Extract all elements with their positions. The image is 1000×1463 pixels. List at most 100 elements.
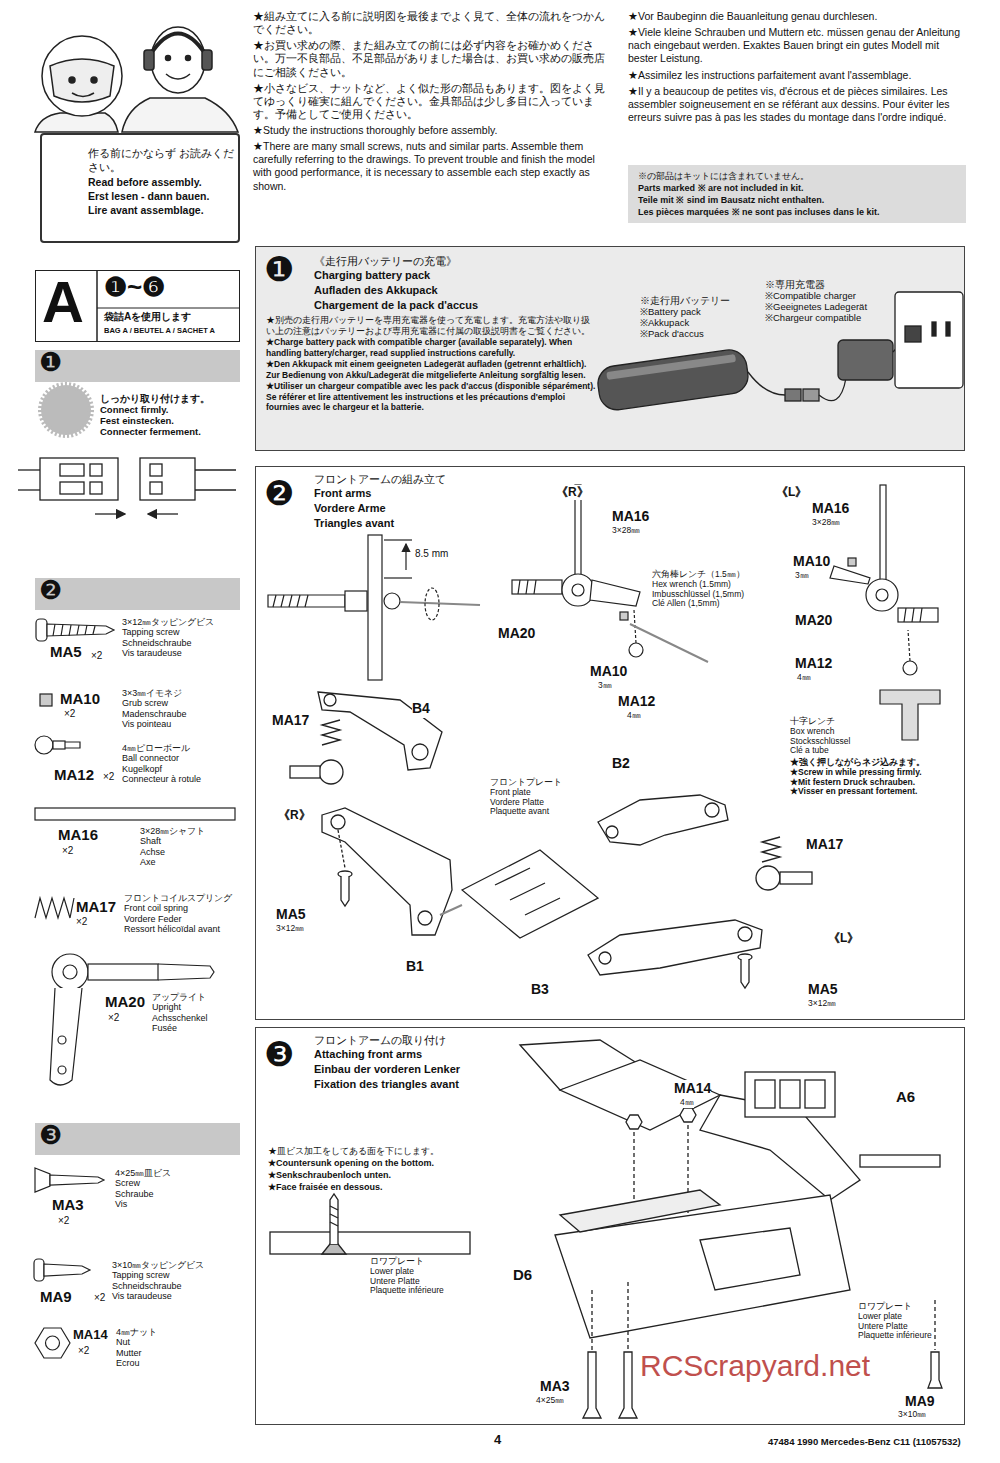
node-text: ★Den Akkupack mit einem geeigneten Ladeg… (266, 359, 596, 380)
label-group: ×2 (78, 1345, 89, 1358)
part-code: MA9 (40, 1288, 72, 1307)
label-group: MA20 (105, 993, 145, 1012)
label-group: しっかり取り付けます。Connect firmly.Fest einstecke… (100, 394, 240, 438)
node-text: 《走行用バッテリーの充電》 (314, 255, 614, 268)
part-code: MA17 (806, 836, 843, 854)
part-description: Ecrou (116, 1358, 140, 1368)
label-group: MA12 (795, 655, 832, 673)
tool-label: Hex wrench (1.5mm) (652, 580, 731, 590)
label-group: ※走行用バッテリー※Battery pack※Akkupack※Pack d'a… (640, 296, 730, 340)
label-group: ★強く押しながらネジ込みます。★Screw in while pressing … (790, 758, 925, 797)
part-description: Tapping screw (122, 627, 180, 637)
part-description: Ball connector (122, 753, 179, 763)
callout-label: ロワプレート (858, 1302, 912, 1312)
label-group: 十字レンチBox wrenchStocksschlüsselClé a tube (790, 717, 850, 756)
part-code: MA10 (590, 663, 627, 681)
node-text: 袋詰Aを使用します (104, 311, 236, 324)
label-group: MA16 (58, 826, 98, 845)
label-group: 47484 1990 Mercedes-Benz C11 (11057532) (768, 1436, 961, 1448)
part-size: 4×25㎜ (536, 1395, 564, 1406)
part-description: Axe (140, 857, 156, 867)
part-description: Fusée (152, 1023, 177, 1033)
callout-label: ※Geeignetes Ladegerät (765, 302, 867, 313)
node-text: フロントアームの取り付け (314, 1034, 554, 1047)
note-text: ★Il y a beaucoup de petites vis, d'écrou… (628, 85, 968, 124)
part-description: Upright (152, 1002, 181, 1012)
step-number: ❷ (264, 475, 314, 512)
label-group: 3×10㎜ (898, 1409, 926, 1420)
part-description: Schneidschraube (112, 1281, 182, 1291)
label-group: 3×28㎜ (812, 517, 840, 528)
label-group: MA5 (50, 643, 82, 662)
label-group: 3×10㎜タッピングビスTapping screwSchneidschraube… (112, 1260, 237, 1301)
label-group: 4 (494, 1432, 501, 1448)
label-group: ×2 (103, 771, 114, 784)
label-group: MA9 (40, 1288, 72, 1307)
node-text: Front arms (314, 487, 534, 501)
part-description: 4×25㎜皿ビス (115, 1168, 171, 1178)
label-group: MA14 (674, 1080, 711, 1098)
note-text: Connect firmly. (100, 405, 168, 416)
label-group: B4 (412, 700, 430, 718)
node-text: ★Utiliser un chargeur compatible avec le… (266, 381, 596, 413)
label-group: 4㎜ (797, 672, 811, 683)
callout-label: Lower plate (858, 1312, 902, 1322)
label-group: MA10 (60, 690, 100, 709)
part-description: Madenschraube (122, 709, 187, 719)
label-group: ×2 (64, 708, 75, 721)
node-text: Vordere Arme (314, 502, 534, 516)
step-number: ❸ (264, 1036, 314, 1073)
label-group: 3㎜ (795, 570, 809, 581)
node-text: ★Charge battery pack with compatible cha… (266, 337, 596, 358)
callout-label: ※Chargeur compatible (765, 313, 861, 324)
part-description: Achsschenkel (152, 1013, 208, 1023)
label-group: MA9 (905, 1393, 935, 1411)
part-code: MA9 (905, 1393, 935, 1411)
callout-label: Plaquette avant (490, 807, 549, 817)
part-quantity: ×2 (62, 845, 73, 858)
side-marker: 《L》 (828, 931, 859, 946)
part-code: B2 (612, 755, 630, 773)
callout-label: Plaquette inférieure (370, 1286, 444, 1296)
node-text: Chargement de la pack d'accus (314, 299, 614, 313)
note-text: Connecter fermement. (100, 427, 201, 438)
step-number: ❶ (264, 251, 314, 288)
label-group: フロントプレートFront plateVordere PlattePlaquet… (490, 778, 562, 817)
label-group: 六角棒レンチ（1.5㎜）Hex wrench (1.5mm)Imbusschlü… (652, 570, 745, 609)
part-description: アップライト (152, 992, 206, 1002)
part-size: 3㎜ (795, 570, 809, 581)
label-group: 4×25㎜皿ビスScrewSchraubeVis (115, 1168, 235, 1209)
label-group: MA12 (54, 766, 94, 785)
note-text: しっかり取り付けます。 (100, 394, 210, 405)
step-band: ❸ (35, 1123, 240, 1155)
part-code: MA5 (276, 906, 306, 924)
side-marker: 《L》 (776, 485, 807, 500)
label-group: 4×25㎜ (536, 1395, 564, 1406)
label-group: 4㎜ (680, 1097, 694, 1108)
part-code: D6 (513, 1266, 532, 1285)
part-description: Grub screw (122, 698, 168, 708)
part-quantity: ×2 (108, 1012, 119, 1025)
node-text: Teile mit ※ sind im Bausatz nicht enthal… (638, 195, 956, 206)
part-description: 4㎜ナット (116, 1327, 157, 1337)
label-group: ×2 (94, 1292, 105, 1305)
node-text: フロントアームの組み立て (314, 473, 534, 486)
label-group: MA17 (272, 712, 309, 730)
label-group: ★組み立てに入る前に説明図を最後までよく見て、全体の流れをつかんでください。★お… (253, 10, 615, 196)
label-group: B2 (612, 755, 630, 773)
part-description: 3×3㎜イモネジ (122, 688, 182, 698)
notice-sign: 作る前にかならず お読みください。Read before assembly.Er… (40, 133, 240, 243)
step-band: ❷ (35, 578, 240, 610)
note-text: ★Viele kleine Schrauben und Muttern etc.… (628, 26, 968, 65)
callout-label: ※走行用バッテリー (640, 296, 730, 307)
part-code: MA16 (612, 508, 649, 526)
label-group: MA20 (498, 625, 535, 643)
callout-label: ※Compatible charger (765, 291, 856, 302)
note-text: ★Visser en pressant fortement. (790, 787, 917, 797)
callout-label: ※専用充電器 (765, 280, 825, 291)
label-group: MA16 (612, 508, 649, 526)
part-description: フロントコイルスプリング (124, 893, 232, 903)
callout-label: Front plate (490, 788, 531, 798)
label-group: 3×28㎜ (612, 525, 640, 536)
node-text: A (42, 273, 92, 331)
